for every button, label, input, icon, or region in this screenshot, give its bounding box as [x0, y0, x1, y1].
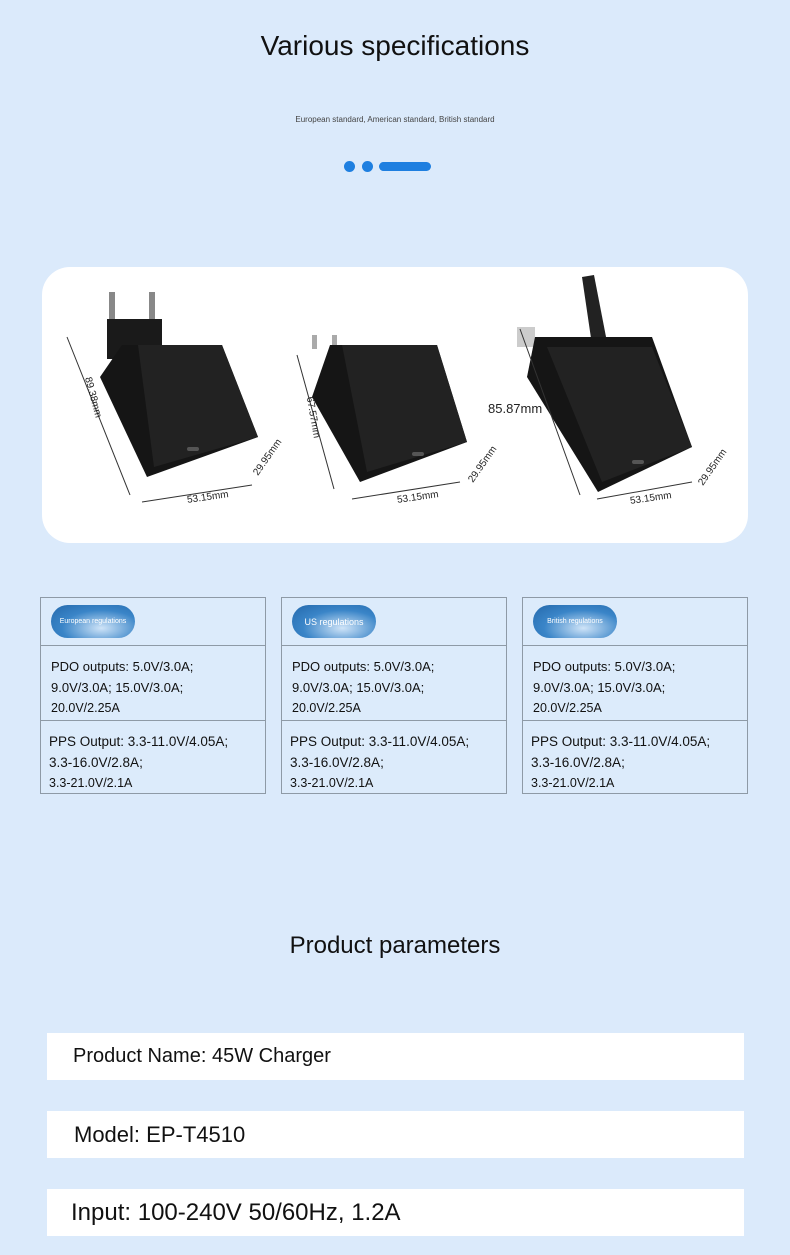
pdo-line: 9.0V/3.0A; 15.0V/3.0A;	[51, 680, 184, 695]
region-badge: US regulations	[292, 605, 376, 638]
pps-line: PPS Output: 3.3-11.0V/4.05A;	[49, 734, 229, 749]
uk-charger-image	[517, 275, 693, 500]
page-subtitle: European standard, American standard, Br…	[295, 115, 495, 124]
carousel-dot-2[interactable]	[362, 161, 373, 172]
pps-line: 3.3-16.0V/2.8A;	[49, 755, 143, 770]
pps-line: PPS Output: 3.3-11.0V/4.05A;	[531, 734, 711, 749]
pdo-outputs: PDO outputs: 5.0V/3.0A; 9.0V/3.0A; 15.0V/…	[523, 646, 747, 721]
spec-card-us: US regulations PDO outputs: 5.0V/3.0A; 9.…	[281, 597, 507, 794]
pdo-line: 20.0V/2.25A	[292, 701, 361, 715]
pps-outputs: PPS Output: 3.3-11.0V/4.05A; 3.3-16.0V/2.…	[523, 721, 747, 794]
parameters-title: Product parameters	[289, 932, 501, 959]
param-product-name: Product Name: 45W Charger	[47, 1033, 744, 1080]
pps-line: 3.3-16.0V/2.8A;	[531, 755, 625, 770]
pdo-outputs: PDO outputs: 5.0V/3.0A; 9.0V/3.0A; 15.0V/…	[282, 646, 506, 721]
param-input: Input: 100-240V 50/60Hz, 1.2A	[47, 1189, 744, 1236]
charger-illustrations	[66, 275, 693, 503]
pps-line: PPS Output: 3.3-11.0V/4.05A;	[290, 734, 470, 749]
carousel-dot-1[interactable]	[344, 161, 355, 172]
pdo-line: PDO outputs: 5.0V/3.0A;	[51, 659, 194, 674]
spec-card-eu: European regulations PDO outputs: 5.0V/3…	[40, 597, 266, 794]
page-title: Various specifications	[260, 30, 530, 61]
pps-line: 3.3-21.0V/2.1A	[49, 776, 133, 790]
pps-line: 3.3-21.0V/2.1A	[531, 776, 615, 790]
eu-charger-image	[66, 292, 258, 503]
pps-line: 3.3-16.0V/2.8A;	[290, 755, 384, 770]
pdo-line: 20.0V/2.25A	[533, 701, 602, 715]
pps-outputs: PPS Output: 3.3-11.0V/4.05A; 3.3-16.0V/2.…	[41, 721, 265, 794]
region-badge: British regulations	[533, 605, 617, 638]
pdo-line: 9.0V/3.0A; 15.0V/3.0A;	[292, 680, 425, 695]
pps-outputs: PPS Output: 3.3-11.0V/4.05A; 3.3-16.0V/2.…	[282, 721, 506, 794]
pdo-line: 20.0V/2.25A	[51, 701, 120, 715]
pdo-line: PDO outputs: 5.0V/3.0A;	[533, 659, 676, 674]
pdo-line: 9.0V/3.0A; 15.0V/3.0A;	[533, 680, 666, 695]
pdo-line: PDO outputs: 5.0V/3.0A;	[292, 659, 435, 674]
us-charger-image	[296, 335, 467, 500]
spec-card-uk: British regulations PDO outputs: 5.0V/3.…	[522, 597, 748, 794]
region-badge: European regulations	[51, 605, 135, 638]
pps-line: 3.3-21.0V/2.1A	[290, 776, 374, 790]
charger-photo-card: 89.38mm 53.15mm 29.95mm 67.57mm 53.15mm …	[42, 267, 748, 543]
uk-height-label: 85.87mm	[488, 401, 543, 416]
param-model: Model: EP-T4510	[47, 1111, 744, 1158]
pdo-outputs: PDO outputs: 5.0V/3.0A; 9.0V/3.0A; 15.0V/…	[41, 646, 265, 721]
carousel-dot-active[interactable]	[379, 162, 431, 171]
